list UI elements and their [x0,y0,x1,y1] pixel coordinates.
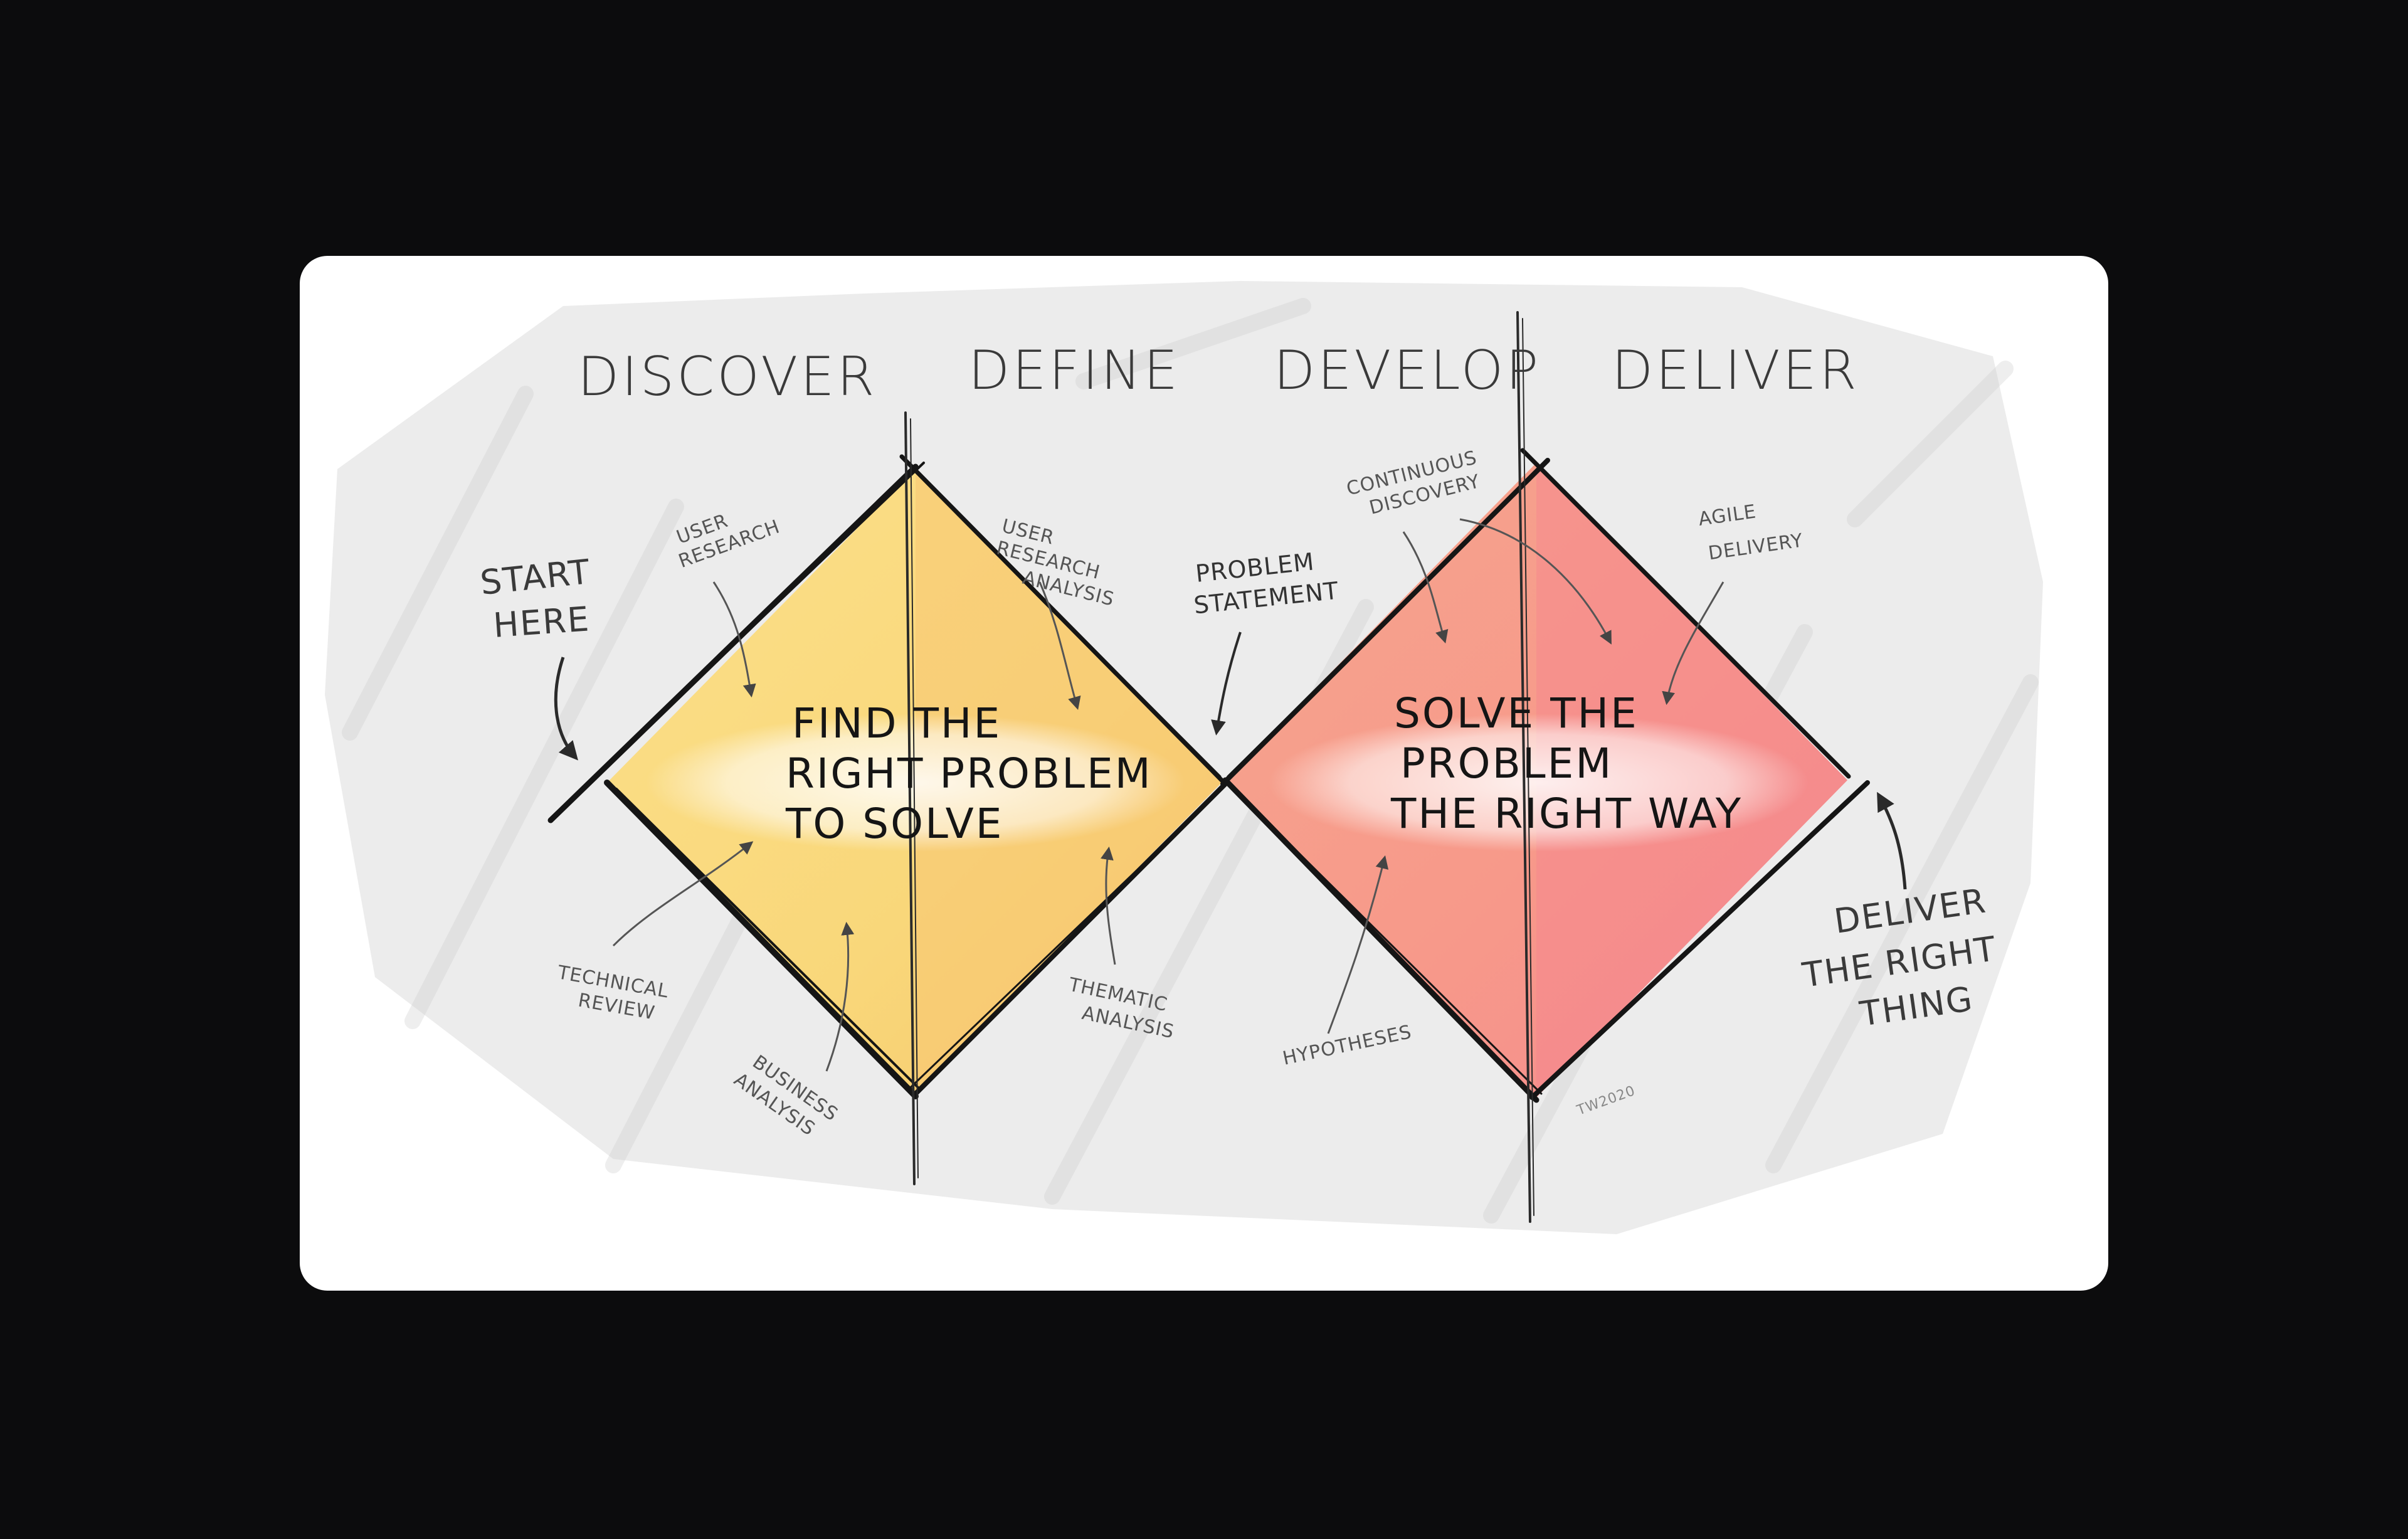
phase-dividers [904,311,1534,1223]
agile-delivery-arrow-icon [1662,581,1724,706]
phase-label-discover: DISCOVER [578,346,877,408]
diagram-card: DISCOVER DEFINE DEVELOP DELIVER FIND THE… [300,256,2108,1291]
thematic-analysis-arrow-icon [1101,846,1116,965]
hypotheses-arrow-icon [1327,855,1389,1034]
start-here-line2: HERE [492,599,591,645]
continuous-discovery-arrow-1-icon [1402,531,1449,644]
double-diamond-diagram: DISCOVER DEFINE DEVELOP DELIVER FIND THE… [325,281,2043,1234]
phase-label-deliver: DELIVER [1612,339,1859,402]
start-here-arrow-icon [554,657,578,761]
right-diamond [1220,448,1870,1103]
business-analysis-arrow-icon [825,921,855,1072]
problem-statement-arrow-icon [1211,632,1242,736]
left-diamond-text-line3: TO SOLVE [785,800,1003,848]
continuous-discovery-arrow-2-icon [1459,518,1612,645]
right-diamond-text-line3: THE RIGHT WAY [1390,790,1743,838]
phase-label-develop: DEVELOP [1274,339,1541,402]
left-diamond [547,454,1228,1099]
user-research-analysis-arrow-icon [1038,581,1081,711]
user-research-arrow-icon [712,581,756,698]
left-diamond-text-line1: FIND THE [792,699,1001,748]
right-diamond-text-line1: SOLVE THE [1394,689,1639,738]
technical-review-arrow-icon [612,841,754,947]
deliver-right-thing-arrow-icon [1877,791,1907,890]
right-diamond-text-line2: PROBLEM [1400,739,1613,788]
left-diamond-text-line2: RIGHT PROBLEM [786,749,1153,798]
phase-label-define: DEFINE [968,339,1180,402]
